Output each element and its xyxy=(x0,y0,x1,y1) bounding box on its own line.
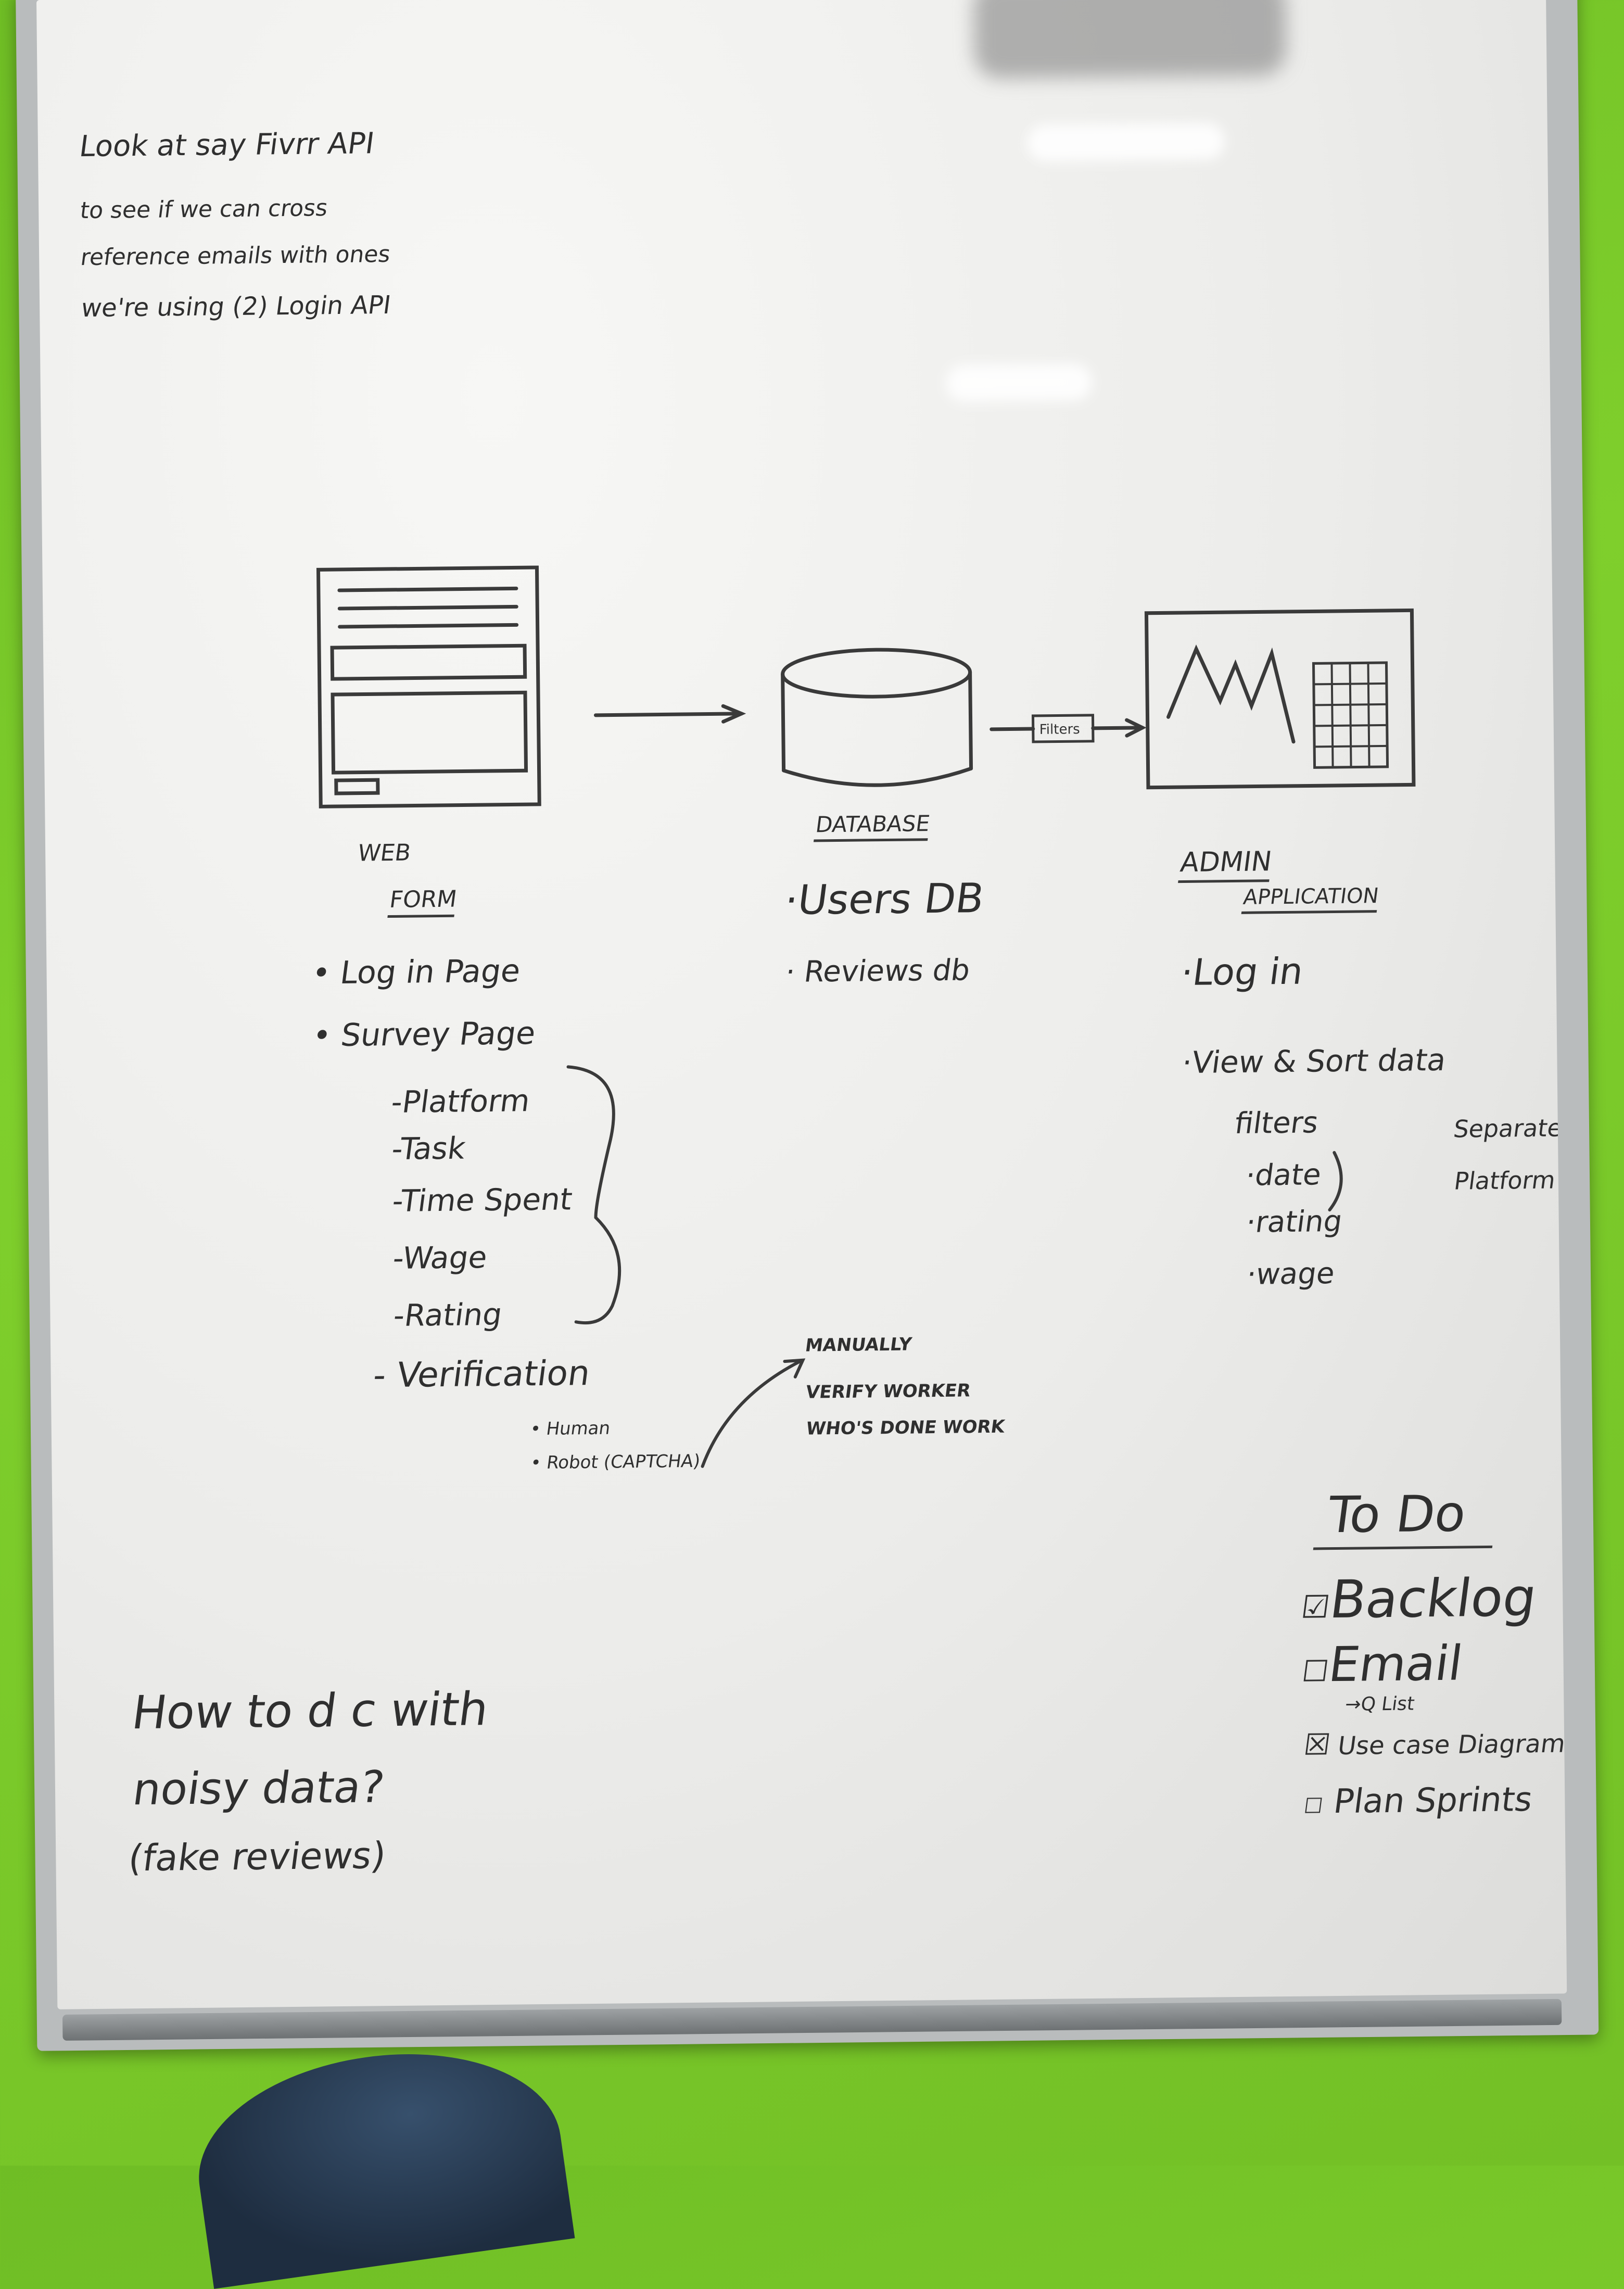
checkbox-checked-icon: ☒ xyxy=(1302,1728,1333,1762)
todo-title: To Do xyxy=(1313,1484,1501,1550)
todo-subitem: →Q List xyxy=(1343,1693,1416,1715)
form-textarea xyxy=(331,690,528,775)
brace-sketch xyxy=(566,1065,1343,1468)
todo-item: ☐ Plan Sprints xyxy=(1302,1780,1535,1822)
arrow-head xyxy=(1125,718,1147,738)
note-line: How to d c with xyxy=(129,1682,492,1740)
person-knee xyxy=(185,2032,575,2289)
list-item: ·View & Sort data xyxy=(1180,1042,1449,1081)
form-line xyxy=(337,604,518,611)
db-bottom xyxy=(782,766,973,787)
form-input xyxy=(330,643,527,681)
list-item: • Robot (CAPTCHA) xyxy=(529,1450,702,1474)
admin-title: APPLICATION xyxy=(1241,884,1380,914)
form-line xyxy=(338,623,519,629)
db-side xyxy=(968,670,973,770)
form-line xyxy=(337,586,518,592)
list-item: ·Users DB xyxy=(782,875,987,925)
list-item: ·rating xyxy=(1244,1204,1344,1240)
checkbox-icon: ☐ xyxy=(1302,1794,1325,1818)
db-side xyxy=(781,672,786,773)
note-line: (fake reviews) xyxy=(126,1834,389,1880)
todo-item: ☒ Use case Diagram xyxy=(1302,1728,1567,1762)
list-item: ·Log in xyxy=(1178,950,1306,994)
arrow xyxy=(593,712,743,717)
admin-title: ADMIN xyxy=(1178,846,1274,883)
list-item: • Human xyxy=(529,1418,612,1440)
whiteboard: Look at say Fivrr API to see if we can c… xyxy=(36,0,1567,2009)
list-item: ·date xyxy=(1244,1158,1324,1193)
todo-item: ☐Email xyxy=(1300,1635,1466,1693)
todo-item: ☑Backlog xyxy=(1299,1566,1540,1630)
manual-note: MANUALLY xyxy=(804,1334,913,1356)
note-line: noisy data? xyxy=(130,1761,388,1815)
filter-label: Filters xyxy=(1039,722,1080,738)
separate-note: Platform xyxy=(1452,1166,1557,1195)
filters-label: filters xyxy=(1233,1106,1321,1141)
admin-screen xyxy=(1144,608,1416,790)
checkbox-icon: ☐ xyxy=(1300,1654,1331,1689)
list-item: ·wage xyxy=(1245,1256,1337,1292)
list-item: · Reviews db xyxy=(783,953,972,990)
diagram-sketch: Filters xyxy=(316,565,1416,808)
manual-note: WHO'S DONE WORK xyxy=(805,1416,1006,1439)
arrow-head xyxy=(721,704,746,724)
chart-line xyxy=(1166,644,1296,744)
web-form-box xyxy=(316,565,541,808)
manual-note: VERIFY WORKER xyxy=(804,1380,972,1403)
form-button xyxy=(334,778,380,795)
checkbox-checked-icon: ☑ xyxy=(1299,1589,1332,1626)
database-title: DATABASE xyxy=(813,811,932,842)
separate-note: Separate by xyxy=(1452,1114,1567,1143)
